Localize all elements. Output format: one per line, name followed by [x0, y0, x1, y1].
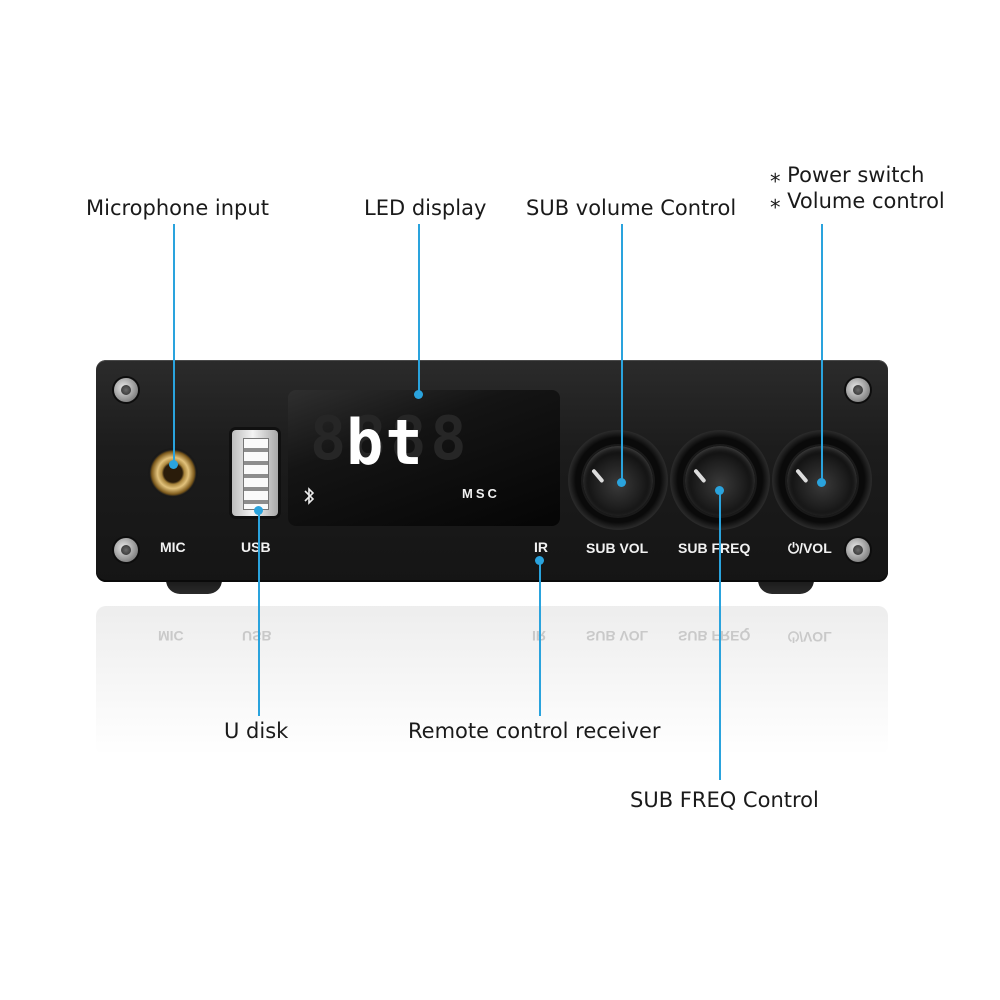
reflection-vol-label: ⏻/VOL	[788, 629, 832, 645]
sub-freq-knob-indicator	[693, 468, 707, 484]
device-reflection	[96, 606, 888, 756]
usb-port[interactable]	[232, 430, 278, 516]
reflection-usb-label: USB	[242, 628, 272, 644]
sub-vol-label: SUB VOL	[586, 540, 649, 556]
vol-label: ⏻/VOL	[788, 540, 832, 556]
led-callout-dot	[414, 390, 423, 399]
volume-knob-indicator	[795, 468, 809, 484]
sub-vol-knob-indicator	[591, 468, 605, 484]
screw-top-right	[846, 378, 870, 402]
display-ghost-segments: 8888	[310, 404, 471, 474]
sub-freq-callout: SUB FREQ Control	[630, 788, 819, 812]
screw-bottom-right	[846, 538, 870, 562]
sub-freq-callout-dot	[715, 486, 724, 495]
display-indicator: MSC	[462, 486, 500, 501]
microphone-callout: Microphone input	[86, 196, 269, 220]
sub-freq-label: SUB FREQ	[678, 540, 751, 556]
sub-volume-callout-dot	[617, 478, 626, 487]
usb-label: USB	[241, 539, 271, 555]
mic-label: MIC	[160, 539, 186, 555]
led-callout-line	[418, 224, 420, 394]
led-callout: LED display	[364, 196, 487, 220]
microphone-callout-dot	[169, 460, 178, 469]
volume-callout: ⁎ Volume control	[770, 189, 945, 213]
sub-freq-callout-line	[719, 490, 721, 780]
volume-callout-dot	[817, 478, 826, 487]
udisk-callout-line	[258, 510, 260, 716]
screw-top-left	[114, 378, 138, 402]
sub-volume-callout: SUB volume Control	[526, 196, 737, 220]
power-callout: ⁎ Power switch	[770, 163, 925, 187]
volume-callout-line	[821, 224, 823, 482]
led-display: 8888 bt MSC	[288, 390, 560, 526]
reflection-sub-freq-label: SUB FREQ	[678, 628, 751, 644]
remote-callout-dot	[535, 556, 544, 565]
microphone-callout-line	[173, 224, 175, 464]
ir-label: IR	[534, 539, 548, 555]
udisk-callout-dot	[254, 506, 263, 515]
reflection-sub-vol-label: SUB VOL	[586, 628, 649, 644]
udisk-callout: U disk	[224, 719, 289, 743]
sub-volume-callout-line	[621, 224, 623, 482]
remote-callout: Remote control receiver	[408, 719, 661, 743]
screw-bottom-left	[114, 538, 138, 562]
remote-callout-line	[539, 560, 541, 716]
display-text: bt	[346, 406, 425, 479]
reflection-mic-label: MIC	[158, 628, 184, 644]
bluetooth-icon	[304, 487, 315, 505]
